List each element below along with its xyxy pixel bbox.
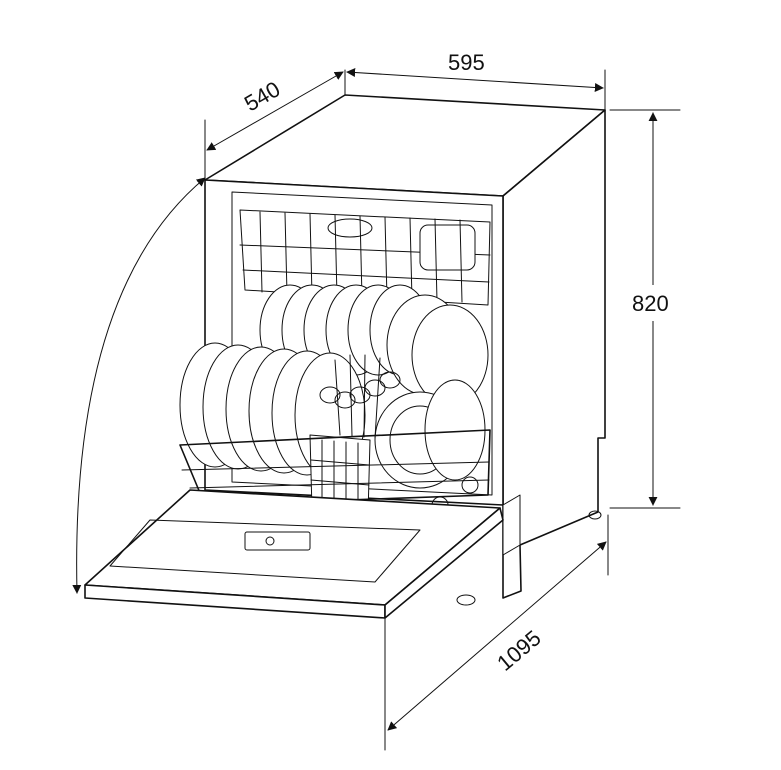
dimension-lines [72,68,681,751]
width-dimension-line [346,68,604,92]
basket-wheel-right [461,476,479,494]
upper-cup [327,218,373,238]
dispenser-knob [265,536,275,546]
door-swing-arc [72,177,206,594]
upper-basket [239,209,491,306]
open-door [84,489,504,619]
width-label: 595 [448,50,485,75]
rear-foot [588,510,602,520]
depth-label: 540 [240,76,284,116]
plinth [502,494,521,556]
cutlery-basket [309,354,401,516]
upper-glass [419,224,476,271]
front-foot [456,594,476,606]
detergent-dispenser [244,531,311,551]
depth-dimension-line [206,71,344,151]
open-depth-dimension-line [387,541,607,731]
height-label: 820 [632,291,669,316]
